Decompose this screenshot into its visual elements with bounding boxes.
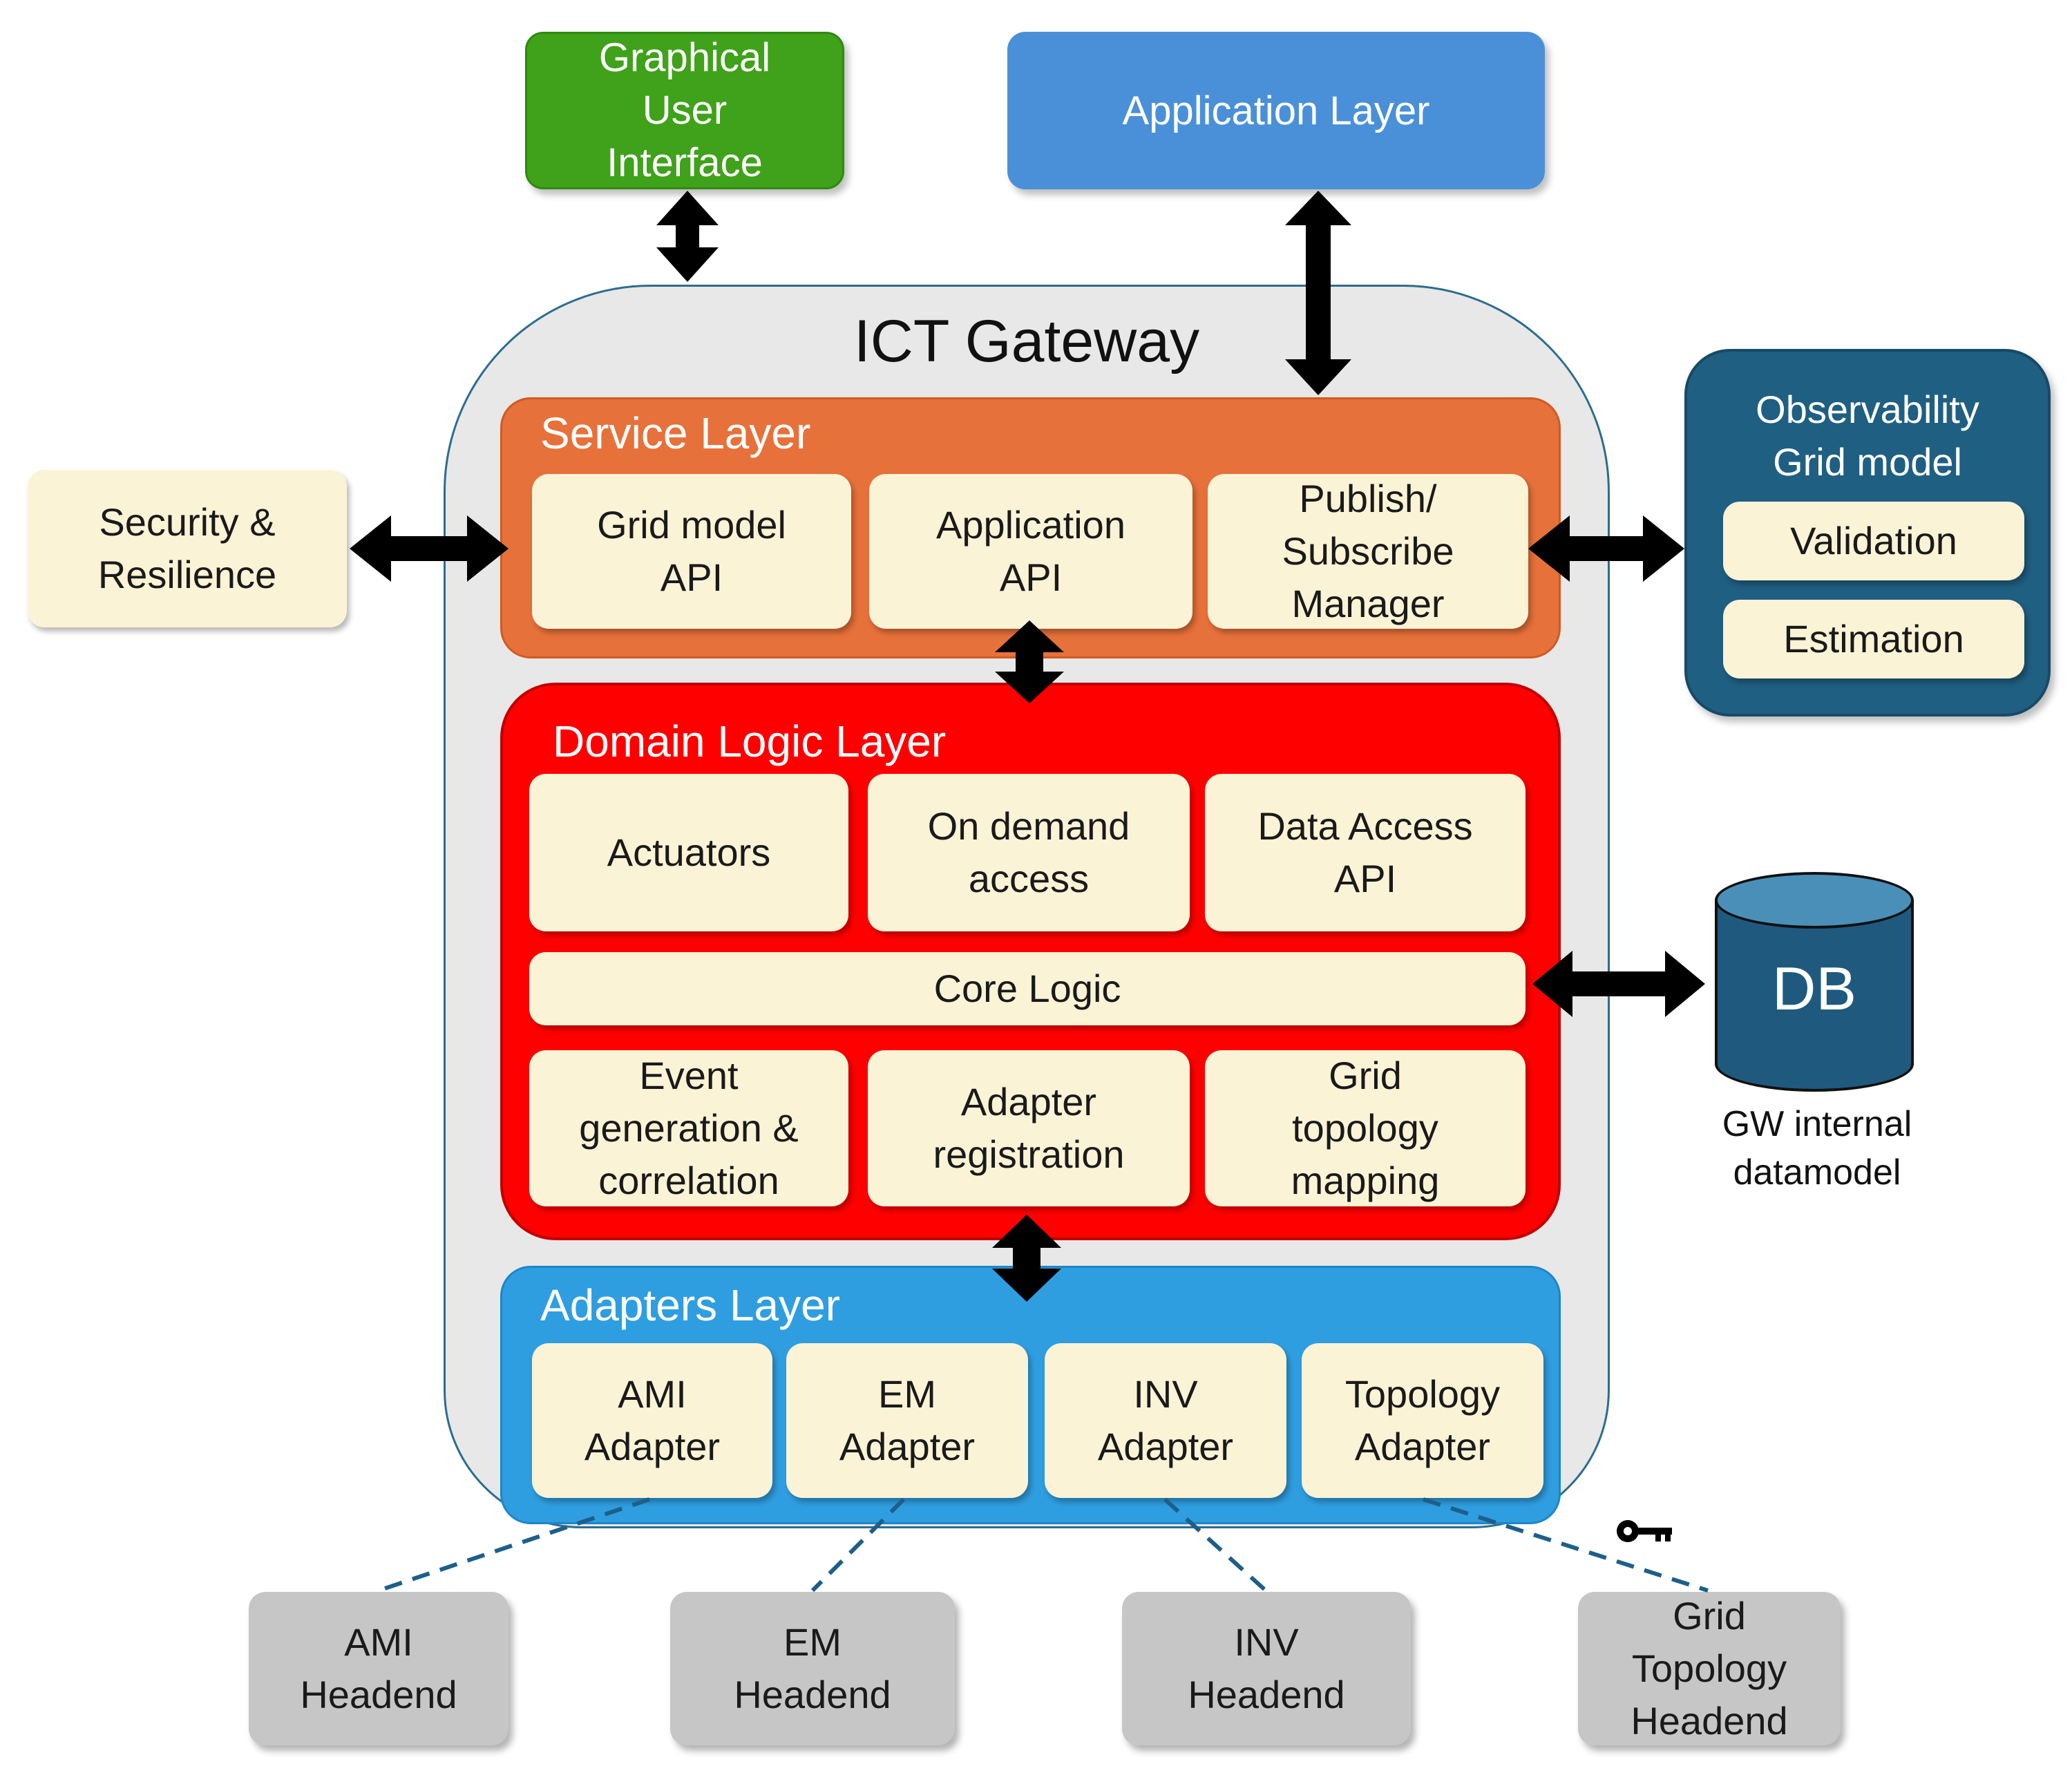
application-layer-label: Application Layer [1122,88,1430,133]
adapter-registration-label: Adapter registration [933,1080,1125,1176]
grid-model-api-label: Grid model API [597,503,786,599]
adapters-layer-title: Adapters Layer [540,1280,841,1330]
data-access-api-box: Data Access API [1205,774,1526,931]
gui-label: Graphical User Interface [598,35,771,185]
db-cylinder-body [1715,900,1914,1092]
ict-gateway-title: ICT Gateway [853,308,1200,374]
actuators-label: Actuators [607,831,771,874]
em-headend-box: EM Headend [670,1592,955,1745]
observability-title: Observability Grid model [1756,388,1979,484]
grid-topology-mapping-label: Grid topology mapping [1291,1054,1440,1202]
service-domain-arrow [995,620,1064,703]
grid-model-api-box: Grid model API [532,474,851,629]
topology-adapter-box: Topology Adapter [1302,1343,1543,1498]
data-access-api-label: Data Access API [1257,804,1473,900]
key-icon [1617,1520,1672,1542]
gui-gateway-arrow [656,191,719,282]
grid-topology-headend-box: Grid Topology Headend [1578,1592,1841,1745]
ami-dashed-link [378,1497,650,1593]
em-headend-label: EM Headend [734,1620,891,1716]
inv-headend-box: INV Headend [1122,1592,1411,1745]
inv-adapter-label: INV Adapter [1097,1372,1234,1468]
core-logic-box: Core Logic [529,952,1526,1025]
grid-topology-mapping-box: Grid topology mapping [1205,1050,1526,1206]
application-api-box: Application API [869,474,1192,629]
security-service-arrow [350,515,509,582]
validation-label: Validation [1790,519,1957,562]
core-logic-label: Core Logic [933,967,1121,1010]
inv-dashed-link [1163,1497,1268,1593]
em-adapter-label: EM Adapter [839,1372,976,1468]
ami-headend-box: AMI Headend [249,1592,509,1745]
adapter-registration-box: Adapter registration [868,1050,1190,1206]
estimation-box: Estimation [1723,600,2024,679]
grid-topology-headend-label: Grid Topology Headend [1631,1594,1788,1743]
publish-subscribe-manager-box: Publish/ Subscribe Manager [1208,474,1528,629]
em-dashed-link [810,1497,906,1593]
event-generation-label: Event generation & correlation [579,1054,799,1202]
inv-headend-label: INV Headend [1188,1620,1345,1716]
db-cylinder-top [1715,872,1914,929]
db-caption: GW internal datamodel [1722,1104,1912,1193]
db-label: DB [1771,954,1857,1023]
domain-logic-layer-title: Domain Logic Layer [553,717,947,766]
domain-adapters-arrow [992,1215,1061,1302]
on-demand-access-box: On demand access [868,774,1190,931]
core-db-arrow [1532,951,1705,1017]
security-resilience-label: Security & Resilience [97,500,277,596]
validation-box: Validation [1723,502,2024,580]
topology-dashed-link [1423,1497,1709,1593]
gui-box: Graphical User Interface [525,32,844,189]
inv-adapter-box: INV Adapter [1045,1343,1286,1498]
estimation-label: Estimation [1783,617,1964,661]
application-service-arrow [1285,191,1351,395]
topology-adapter-label: Topology Adapter [1344,1372,1501,1468]
em-adapter-box: EM Adapter [786,1343,1028,1498]
actuators-box: Actuators [529,774,848,931]
application-layer-box: Application Layer [1007,32,1545,189]
security-resilience-box: Security & Resilience [28,470,347,627]
ami-adapter-label: AMI Adapter [584,1372,721,1468]
application-api-label: Application API [936,503,1125,599]
event-generation-box: Event generation & correlation [529,1050,848,1206]
service-layer-title: Service Layer [540,408,811,458]
ami-headend-label: AMI Headend [300,1620,457,1716]
on-demand-access-label: On demand access [927,804,1130,900]
publish-subscribe-manager-label: Publish/ Subscribe Manager [1282,477,1454,625]
ami-adapter-box: AMI Adapter [532,1343,772,1498]
service-observability-arrow [1528,515,1684,582]
